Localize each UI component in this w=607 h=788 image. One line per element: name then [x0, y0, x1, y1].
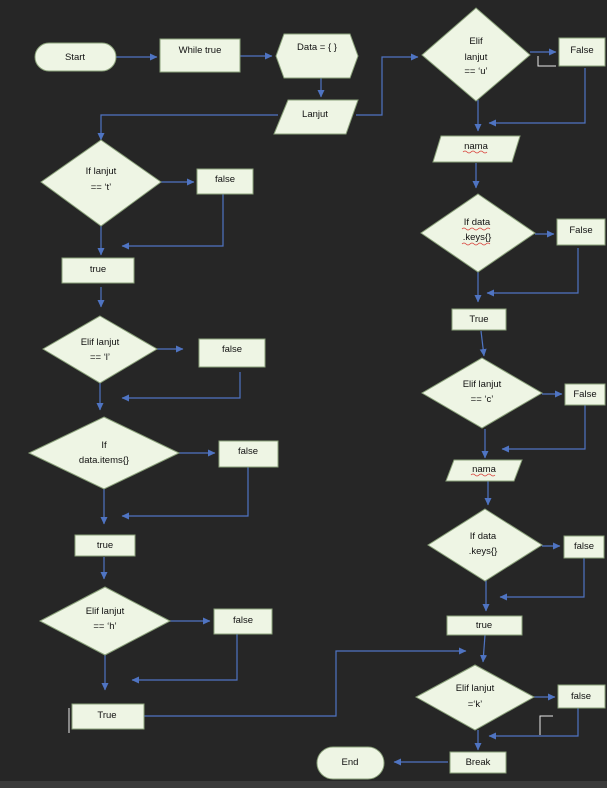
node-elif-h: Elif lanjut == ‘h’	[38, 586, 172, 656]
svg-text:nama: nama	[464, 141, 488, 152]
svg-text:== ‘c’: == ‘c’	[471, 394, 494, 405]
node-false-t: false	[196, 168, 254, 195]
node-false-l: false	[198, 338, 266, 368]
svg-text:Elif lanjut: Elif lanjut	[86, 606, 125, 617]
node-if-keys-c: If data .keys{}	[427, 508, 543, 582]
arrow-true-h-to-elif-k	[144, 647, 467, 717]
arrow-false-k-back	[488, 708, 579, 740]
svg-text:End: End	[342, 757, 359, 768]
svg-text:If data: If data	[470, 531, 497, 542]
node-false-items: false	[218, 440, 279, 468]
node-if-keys-u: If data .keys{}	[420, 193, 536, 273]
svg-text:== ‘l’: == ‘l’	[90, 352, 110, 363]
svg-text:If data: If data	[464, 217, 491, 228]
arrow-true-keys-u-elif-c	[479, 330, 487, 357]
node-true-keys-c: true	[446, 615, 523, 636]
line-fragment-k	[539, 715, 553, 735]
spellcheck-underline	[461, 227, 491, 231]
node-true-t: true	[61, 257, 135, 284]
node-false-c: False	[564, 383, 606, 406]
node-input-nama-c: nama	[445, 459, 523, 482]
arrow-false-c-back	[501, 404, 586, 453]
svg-text:true: true	[90, 264, 106, 275]
svg-text:true: true	[476, 620, 492, 631]
spellcheck-underline	[470, 473, 496, 477]
svg-text:.keys{}: .keys{}	[463, 232, 492, 243]
arrow-false-keys-u-back	[486, 248, 579, 297]
svg-text:true: true	[97, 540, 113, 551]
node-break: Break	[449, 751, 507, 774]
arrow-false-l-back	[121, 372, 241, 402]
node-false-k: false	[557, 684, 606, 709]
node-true-keys-u: True	[451, 308, 507, 331]
arrow-false-u-back	[488, 68, 586, 127]
svg-text:Elif lanjut: Elif lanjut	[463, 379, 502, 390]
connectors	[68, 48, 586, 766]
svg-text:False: False	[570, 45, 593, 56]
arrow-false-h-back	[131, 634, 238, 684]
svg-text:Lanjut: Lanjut	[302, 109, 328, 120]
svg-text:True: True	[469, 314, 488, 325]
bottom-strip	[0, 781, 607, 788]
svg-text:false: false	[222, 344, 242, 355]
svg-text:== ‘t’: == ‘t’	[91, 182, 112, 193]
node-elif-u: Elif lanjut == ‘u’	[421, 7, 531, 102]
svg-text:While true: While true	[179, 45, 222, 56]
svg-text:Start: Start	[65, 52, 85, 63]
spellcheck-underline	[461, 242, 491, 246]
svg-text:false: false	[571, 691, 591, 702]
svg-text:=‘k’: =‘k’	[468, 699, 483, 710]
svg-text:nama: nama	[472, 464, 496, 475]
node-input-nama-u: nama	[432, 135, 521, 163]
arrow-false-keys-c-back	[499, 558, 585, 601]
arrow-true-keys-c-elif-k	[480, 634, 488, 663]
arrow-false-t-back	[121, 194, 224, 250]
svg-text:True: True	[97, 710, 116, 721]
spellcheck-underline	[462, 150, 488, 154]
node-elif-c: Elif lanjut == ‘c’	[421, 357, 543, 429]
svg-text:False: False	[569, 225, 592, 236]
svg-text:false: false	[233, 615, 253, 626]
node-false-u: False	[558, 37, 606, 67]
node-false-h: false	[213, 608, 273, 635]
svg-text:false: false	[215, 174, 235, 185]
svg-text:Elif lanjut: Elif lanjut	[81, 337, 120, 348]
node-false-keys-u: False	[556, 218, 606, 246]
node-while-true: While true	[159, 38, 241, 73]
node-elif-k: Elif lanjut =‘k’	[414, 664, 536, 731]
svg-text:Data = { }: Data = { }	[297, 42, 337, 53]
svg-text:If lanjut: If lanjut	[86, 166, 117, 177]
svg-text:false: false	[238, 446, 258, 457]
svg-text:If: If	[101, 440, 107, 451]
svg-text:Break: Break	[466, 757, 491, 768]
node-true-items: true	[74, 534, 136, 557]
svg-text:== ‘h’: == ‘h’	[93, 621, 116, 632]
arrow-false-items-back	[121, 467, 249, 520]
node-start: Start	[34, 42, 117, 72]
svg-text:.keys{}: .keys{}	[469, 546, 498, 557]
node-elif-l: Elif lanjut == ‘l’	[42, 315, 158, 384]
svg-text:data.items{}: data.items{}	[79, 455, 129, 466]
svg-text:== ‘u’: == ‘u’	[464, 66, 487, 77]
svg-text:false: false	[574, 541, 594, 552]
node-data-init: Data = { }	[275, 33, 359, 79]
svg-text:Elif: Elif	[469, 36, 483, 47]
arrow-lanjut-if-t	[97, 114, 278, 141]
node-false-keys-c: false	[563, 535, 605, 559]
svg-text:Elif lanjut: Elif lanjut	[456, 683, 495, 694]
line-fragment-u	[537, 56, 556, 67]
node-input-lanjut: Lanjut	[273, 99, 359, 135]
svg-text:False: False	[573, 389, 596, 400]
node-end: End	[316, 746, 385, 780]
svg-text:lanjut: lanjut	[465, 52, 488, 63]
node-if-items: If data.items{}	[27, 416, 181, 490]
arrow-lanjut-elif-u	[356, 53, 419, 116]
node-if-t: If lanjut == ‘t’	[40, 139, 162, 227]
node-true-h: True	[71, 703, 145, 730]
